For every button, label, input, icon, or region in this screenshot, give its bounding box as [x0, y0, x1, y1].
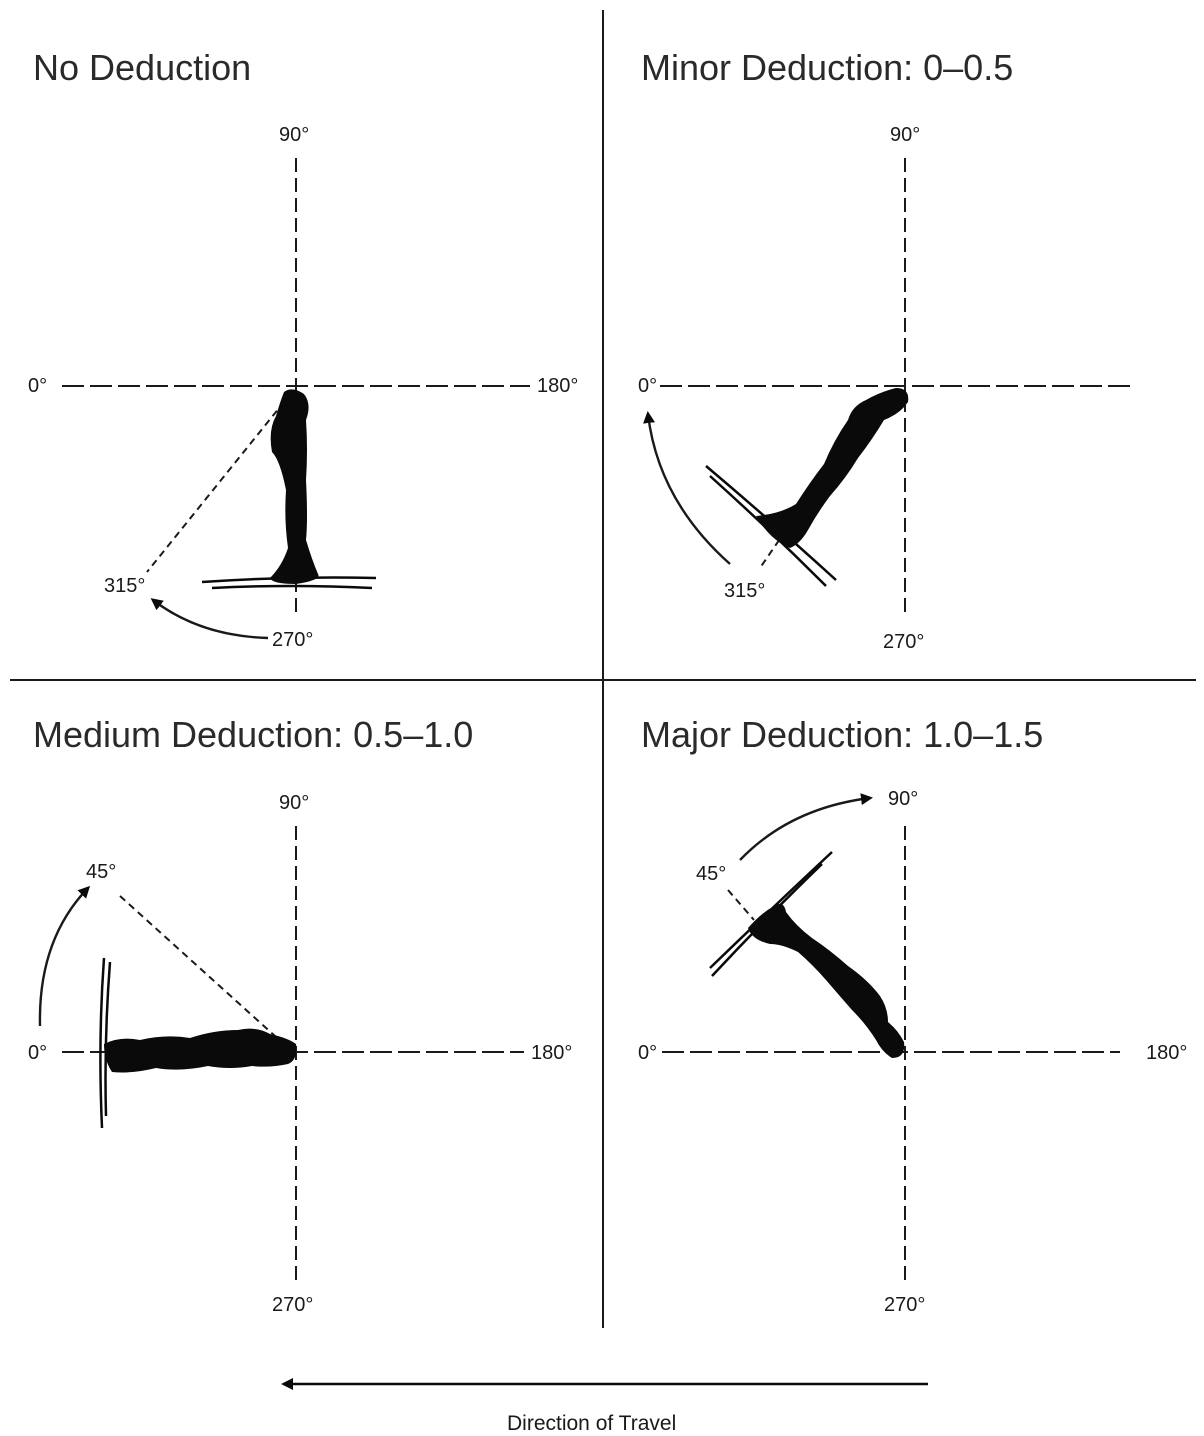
label-315: 315° [724, 580, 765, 602]
panel-title: No Deduction [33, 47, 251, 88]
rotation-arrow [643, 411, 731, 565]
panel-major-deduction: Major Deduction: 1.0–1.5 90° 0° 180° 270… [638, 714, 1187, 1316]
angle-reference-line [759, 529, 787, 569]
panel-title: Major Deduction: 1.0–1.5 [641, 714, 1043, 755]
label-270: 270° [272, 629, 313, 651]
label-0: 0° [28, 1042, 47, 1064]
label-45: 45° [86, 861, 116, 883]
label-0: 0° [638, 1042, 657, 1064]
panel-title: Medium Deduction: 0.5–1.0 [33, 714, 473, 755]
label-180: 180° [531, 1042, 572, 1064]
label-90: 90° [279, 124, 309, 146]
label-180: 180° [537, 375, 578, 397]
label-180: 180° [1146, 1042, 1187, 1064]
panel-minor-deduction: Minor Deduction: 0–0.5 90° 0° 270° 315° [638, 47, 1136, 653]
label-270: 270° [272, 1294, 313, 1316]
panel-title: Minor Deduction: 0–0.5 [641, 47, 1013, 88]
angle-reference-line [727, 889, 755, 921]
direction-label: Direction of Travel [507, 1412, 676, 1435]
label-90: 90° [279, 792, 309, 814]
rotation-arrow [150, 598, 269, 640]
panel-no-deduction: No Deduction 90° 0° 180° 270° 315° [28, 47, 578, 651]
rotation-arrow [38, 885, 91, 1027]
direction-of-travel: Direction of Travel [281, 1378, 928, 1435]
label-0: 0° [28, 375, 47, 397]
skier-silhouette [709, 851, 905, 1058]
label-270: 270° [884, 1294, 925, 1316]
skier-silhouette [705, 388, 909, 587]
label-45: 45° [696, 863, 726, 885]
label-90: 90° [888, 788, 918, 810]
angle-reference-line [146, 391, 293, 573]
panel-medium-deduction: Medium Deduction: 0.5–1.0 90° 0° 180° 27… [28, 714, 572, 1316]
label-270: 270° [883, 631, 924, 653]
label-315: 315° [104, 575, 145, 597]
label-0: 0° [638, 375, 657, 397]
label-90: 90° [890, 124, 920, 146]
skier-silhouette [201, 389, 377, 590]
angle-reference-line [119, 895, 287, 1047]
rotation-arrow [739, 793, 873, 861]
skier-silhouette [99, 957, 297, 1129]
